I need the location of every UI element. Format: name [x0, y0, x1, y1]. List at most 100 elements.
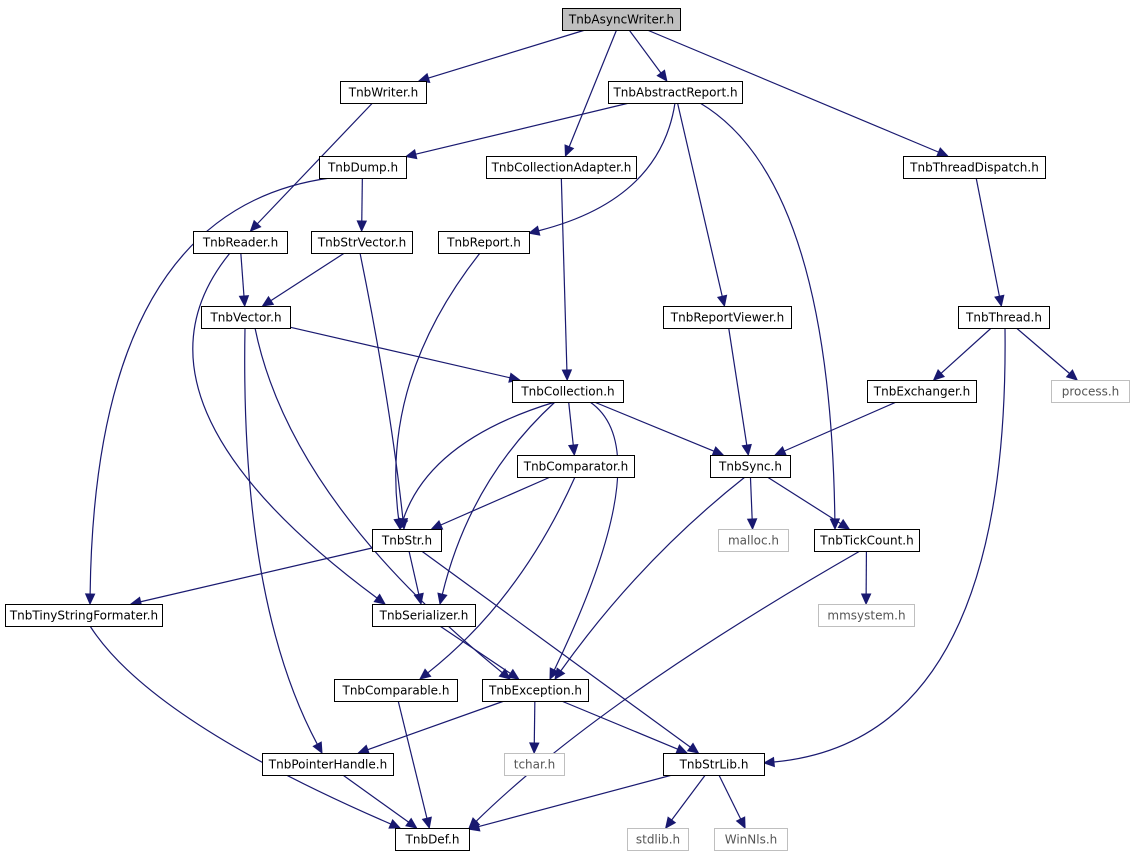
edge-threaddispatch-to-thread	[975, 177, 1005, 308]
edge-comparator-to-str	[430, 476, 551, 530]
arrowhead-icon	[686, 742, 700, 754]
node-box	[193, 231, 288, 254]
edge-tinystringformater-to-def	[89, 625, 402, 829]
node-exception[interactable]: TnbException.h	[482, 679, 589, 702]
node-abstractreport[interactable]: TnbAbstractReport.h	[608, 81, 743, 104]
node-stdlib: stdlib.h	[627, 828, 689, 851]
node-pointerhandle[interactable]: TnbPointerHandle.h	[262, 753, 394, 776]
node-reportviewer[interactable]: TnbReportViewer.h	[663, 306, 792, 329]
edge-line	[240, 252, 245, 297]
arrowhead-icon	[419, 668, 432, 680]
node-strlib[interactable]: TnbStrLib.h	[663, 753, 765, 776]
edge-asyncwriter-to-threaddispatch	[647, 29, 949, 157]
node-comparator[interactable]: TnbComparator.h	[517, 455, 635, 478]
node-def[interactable]: TnbDef.h	[395, 828, 470, 851]
edge-line	[270, 252, 345, 302]
edge-writer-to-reader	[249, 102, 373, 232]
arrowhead-icon	[1065, 369, 1079, 381]
edge-reader-to-serializer	[192, 252, 386, 605]
arrowhead-icon	[837, 518, 851, 530]
node-label: TnbVector.h	[209, 311, 281, 325]
node-sync[interactable]: TnbSync.h	[710, 455, 791, 478]
node-box	[319, 156, 407, 179]
node-label: malloc.h	[728, 534, 779, 548]
node-label: TnbDef.h	[405, 833, 460, 847]
edge-thread-to-exchanger	[932, 327, 992, 381]
edge-line	[538, 102, 676, 232]
edge-line	[395, 252, 481, 520]
node-label: TnbAsyncWriter.h	[568, 13, 674, 27]
edge-strlib-to-stdlib	[664, 774, 706, 829]
edge-line	[361, 177, 363, 222]
node-box	[5, 604, 163, 627]
node-label: TnbReportViewer.h	[670, 311, 784, 325]
node-label: TnbSerializer.h	[379, 609, 469, 623]
edge-str-to-serializer	[408, 550, 424, 606]
node-box	[1051, 380, 1130, 403]
node-collectionadapter[interactable]: TnbCollectionAdapter.h	[486, 156, 637, 179]
node-tinystringformater[interactable]: TnbTinyStringFormater.h	[5, 604, 163, 627]
edge-line	[1015, 327, 1070, 374]
edge-strlib-to-winnls	[718, 774, 746, 830]
node-asyncwriter[interactable]: TnbAsyncWriter.h	[562, 8, 681, 31]
edge-pointerhandle-to-def	[342, 774, 418, 829]
node-writer[interactable]: TnbWriter.h	[340, 81, 427, 104]
node-thread[interactable]: TnbThread.h	[958, 306, 1050, 329]
edge-comparator-to-comparable	[419, 476, 576, 680]
arrowhead-icon	[741, 443, 752, 457]
edge-line	[428, 29, 586, 79]
node-box	[663, 753, 765, 776]
node-str[interactable]: TnbStr.h	[372, 529, 442, 552]
arrowhead-icon	[405, 817, 418, 829]
edge-line	[671, 774, 706, 821]
edge-line	[441, 401, 556, 595]
node-collection[interactable]: TnbCollection.h	[512, 380, 624, 403]
node-label: TnbThread.h	[965, 311, 1042, 325]
node-label: TnbDump.h	[327, 161, 398, 175]
edge-line	[397, 700, 428, 819]
node-box	[340, 81, 427, 104]
edge-line	[192, 252, 378, 599]
arrowhead-icon	[564, 144, 575, 158]
node-label: TnbExchanger.h	[873, 385, 970, 399]
arrowhead-icon	[356, 220, 368, 233]
arrowhead-icon	[656, 69, 668, 82]
node-serializer[interactable]: TnbSerializer.h	[372, 604, 476, 627]
node-report[interactable]: TnbReport.h	[438, 231, 530, 254]
node-reader[interactable]: TnbReader.h	[193, 231, 288, 254]
node-dump[interactable]: TnbDump.h	[319, 156, 407, 179]
edge-exception-to-tchar	[529, 700, 540, 755]
edge-line	[478, 774, 673, 828]
node-exchanger[interactable]: TnbExchanger.h	[867, 380, 977, 403]
edge-line	[728, 327, 748, 446]
node-box	[627, 828, 689, 851]
arrowhead-icon	[413, 592, 424, 606]
node-label: TnbCollection.h	[520, 385, 614, 399]
node-box	[818, 604, 915, 627]
arrowhead-icon	[84, 593, 96, 606]
arrowhead-icon	[762, 756, 775, 768]
edge-collection-to-serializer	[437, 401, 556, 606]
node-comparable[interactable]: TnbComparable.h	[334, 679, 458, 702]
node-box	[714, 828, 788, 851]
edge-line	[256, 102, 373, 225]
node-box	[504, 753, 565, 776]
edge-line	[560, 476, 746, 672]
node-label: TnbWriter.h	[348, 86, 419, 100]
node-label: TnbTickCount.h	[819, 534, 913, 548]
edge-line	[561, 700, 678, 750]
edge-line	[439, 625, 511, 674]
node-box	[718, 529, 789, 552]
node-tickcount[interactable]: TnbTickCount.h	[814, 529, 920, 552]
node-threaddispatch[interactable]: TnbThreadDispatch.h	[903, 156, 1046, 179]
edge-line	[553, 401, 619, 671]
node-strvector[interactable]: TnbStrVector.h	[311, 231, 413, 254]
arrowhead-icon	[746, 518, 758, 531]
edge-line	[359, 252, 404, 520]
node-label: TnbTinyStringFormater.h	[9, 609, 158, 623]
arrowhead-icon	[498, 668, 511, 680]
edge-line	[289, 326, 511, 379]
edge-line	[402, 401, 556, 520]
node-vector[interactable]: TnbVector.h	[201, 306, 291, 329]
